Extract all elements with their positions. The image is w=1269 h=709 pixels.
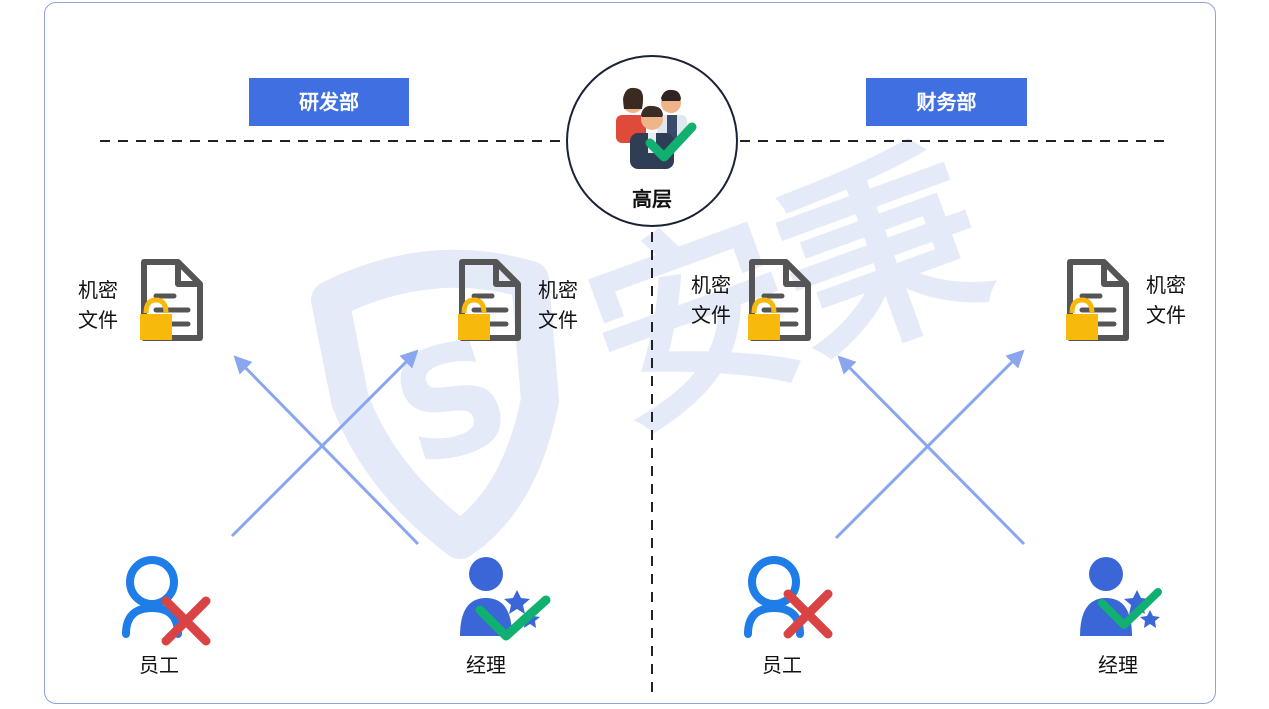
doc-label-3-line1: 机密: [691, 273, 731, 297]
doc-label-1-line1: 机密: [78, 278, 118, 302]
confidential-document-icon-4: [1066, 259, 1129, 341]
deny-x-icon-left: [161, 596, 211, 646]
employee-icon-left: [122, 556, 182, 638]
employee-label-right: 员工: [762, 653, 802, 677]
allow-check-icon-left: [475, 595, 551, 641]
allow-check-icon-right: [1098, 588, 1162, 629]
deny-x-icon-right: [783, 589, 833, 639]
arrow-employee-to-doc-left: [233, 355, 420, 546]
doc-label-4-line1: 机密: [1146, 273, 1186, 297]
manager-label-left: 经理: [466, 653, 506, 677]
doc-label-1: 机密 文件: [78, 275, 118, 335]
employee-label-left: 员工: [139, 653, 179, 677]
dept-label-left: 研发部: [249, 78, 409, 126]
executive-node: [566, 55, 738, 227]
doc-label-4-line2: 文件: [1146, 303, 1186, 327]
doc-label-1-line2: 文件: [78, 308, 118, 332]
doc-label-3: 机密 文件: [691, 270, 731, 330]
doc-label-2: 机密 文件: [538, 275, 578, 335]
arrow-employee-to-doc-right: [837, 355, 1026, 546]
doc-label-4: 机密 文件: [1146, 270, 1186, 330]
doc-label-2-line1: 机密: [538, 278, 578, 302]
executive-group-icon: [616, 87, 697, 169]
dept-label-right: 财务部: [866, 78, 1027, 126]
confidential-document-icon-1: [140, 259, 203, 341]
executive-label: 高层: [632, 187, 672, 211]
manager-label-right: 经理: [1098, 653, 1138, 677]
diagram-frame: [44, 2, 1216, 704]
doc-label-3-line2: 文件: [691, 303, 731, 327]
arrow-manager-to-doc-right: [834, 349, 1025, 540]
confidential-document-icon-2: [458, 259, 521, 341]
confidential-document-icon-3: [748, 259, 811, 341]
doc-label-2-line2: 文件: [538, 308, 578, 332]
arrow-manager-to-doc-left: [230, 349, 419, 538]
